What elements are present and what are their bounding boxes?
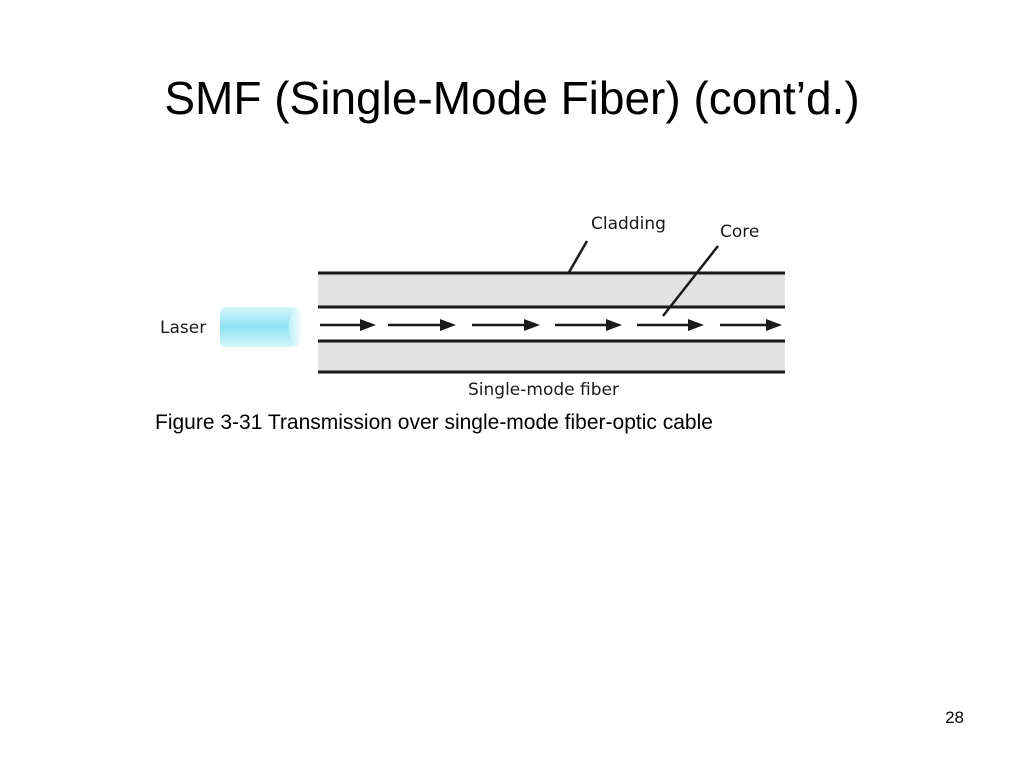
figure-caption: Figure 3-31 Transmission over single-mod… xyxy=(155,411,713,434)
arrow-1 xyxy=(320,319,376,331)
light-arrows xyxy=(320,319,782,331)
fiber-diagram: Cladding Core Laser Single-mode fiber xyxy=(150,200,810,400)
arrow-5 xyxy=(637,319,704,331)
cladding-leader-line xyxy=(566,240,589,275)
arrow-6 xyxy=(720,319,782,331)
cladding-top xyxy=(318,273,785,307)
slide-title: SMF (Single-Mode Fiber) (cont’d.) xyxy=(164,72,860,124)
fiber-diagram-svg: Cladding Core Laser Single-mode fiber xyxy=(160,214,785,400)
arrow-3 xyxy=(472,319,540,331)
core-label: Core xyxy=(720,222,759,242)
cladding-label: Cladding xyxy=(591,214,666,234)
arrow-4 xyxy=(555,319,622,331)
laser-source xyxy=(220,307,303,347)
core-leader-line xyxy=(662,245,719,317)
page-number: 28 xyxy=(945,708,964,727)
arrow-2 xyxy=(388,319,456,331)
laser-label: Laser xyxy=(160,318,206,338)
fiber-label: Single-mode fiber xyxy=(468,380,619,400)
cladding-bottom xyxy=(318,341,785,372)
